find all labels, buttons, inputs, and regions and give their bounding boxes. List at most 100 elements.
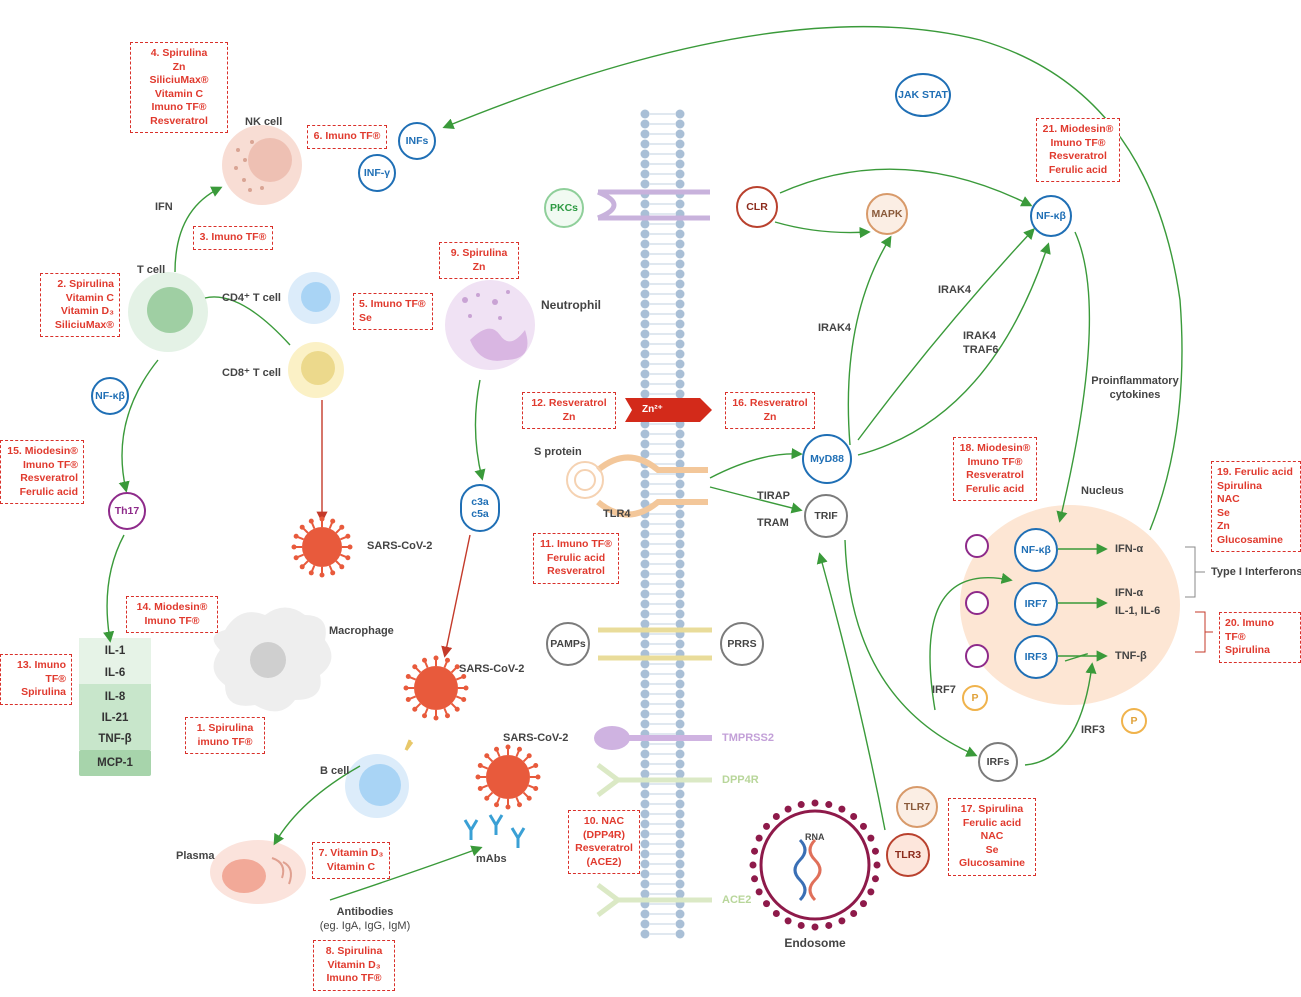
zn-label: Zn²⁺ xyxy=(642,404,663,415)
macrophage-label: Macrophage xyxy=(329,625,394,637)
lipid-head xyxy=(640,929,650,939)
irf7-outer-label: IRF7 xyxy=(932,684,956,696)
lipid-head xyxy=(675,859,685,869)
lipid-head xyxy=(640,389,650,399)
lipid-head xyxy=(675,119,685,129)
lipid-head xyxy=(675,579,685,589)
lipid-head xyxy=(675,339,685,349)
lipid-head xyxy=(640,439,650,449)
lipid-head xyxy=(640,119,650,129)
supplement-box-7: 7. Vitamin D₃ Vitamin C xyxy=(312,842,390,879)
irak4-label-2: IRAK4 xyxy=(938,284,972,296)
node-p-2: P xyxy=(1121,708,1147,734)
cd8-cell-shape xyxy=(288,342,344,398)
mabs-label: mAbs xyxy=(476,853,507,865)
endosome-shape xyxy=(749,799,881,931)
lipid-head xyxy=(640,809,650,819)
lipid-head xyxy=(640,849,650,859)
node-nfkb-top: NF-κβ xyxy=(1030,195,1072,237)
lipid-head xyxy=(675,589,685,599)
lipid-head xyxy=(675,519,685,529)
sars-label-3: SARS-CoV-2 xyxy=(503,732,569,744)
lipid-head xyxy=(675,169,685,179)
lipid-head xyxy=(675,909,685,919)
lipid-head xyxy=(675,109,685,119)
lipid-head xyxy=(640,219,650,229)
endosome-dot xyxy=(825,921,833,929)
lipid-head xyxy=(675,619,685,629)
nucleus-label: Nucleus xyxy=(1081,485,1124,497)
c5a-text: c5a xyxy=(471,508,489,520)
supplement-box-2: 2. Spirulina Vitamin C Vitamin D₃ Silici… xyxy=(40,273,120,337)
supplement-box-10: 10. NAC (DPP4R) Resveratrol (ACE2) xyxy=(568,810,640,874)
lipid-head xyxy=(640,659,650,669)
node-prrs: PRRS xyxy=(720,622,764,666)
supplement-box-19: 19. Ferulic acid Spirulina NAC Se Zn Glu… xyxy=(1211,461,1301,552)
lipid-head xyxy=(675,539,685,549)
endosome-dot xyxy=(784,805,792,813)
supplement-box-6: 6. Imuno TF® xyxy=(307,125,387,149)
endosome-dot xyxy=(850,813,858,821)
lipid-head xyxy=(640,869,650,879)
lipid-head xyxy=(640,199,650,209)
endosome-dot xyxy=(825,801,833,809)
irak4-traf6-label-1: IRAK4 xyxy=(963,330,997,342)
lipid-head xyxy=(640,609,650,619)
supplement-box-21: 21. Miodesin® Imuno TF® Resveratrol Feru… xyxy=(1036,118,1120,182)
lipid-head xyxy=(640,759,650,769)
lipid-head xyxy=(675,459,685,469)
ifn-label: IFN xyxy=(155,201,173,213)
lipid-head xyxy=(675,549,685,559)
lipid-head xyxy=(675,289,685,299)
endosome-dot xyxy=(871,847,879,855)
endosome-dot xyxy=(772,813,780,821)
irak4-label-1: IRAK4 xyxy=(818,322,852,334)
lipid-head xyxy=(640,669,650,679)
endosome-label: Endosome xyxy=(784,936,846,950)
lipid-head xyxy=(675,709,685,719)
endosome-dot xyxy=(811,799,819,807)
lipid-head xyxy=(640,369,650,379)
ifn-a-label-2: IFN-α xyxy=(1115,587,1144,599)
lipid-head xyxy=(675,379,685,389)
supplement-box-12: 12. Resveratrol Zn xyxy=(522,392,616,429)
endosome-dot xyxy=(859,900,867,908)
zn-channel-arrow xyxy=(625,398,712,422)
sars-cov-2-virus xyxy=(475,744,541,810)
lipid-head xyxy=(640,179,650,189)
lipid-head xyxy=(675,719,685,729)
c3a-text: c3a xyxy=(471,496,489,508)
lipid-head xyxy=(640,889,650,899)
dpp4r-receptor-shape xyxy=(596,763,712,797)
lipid-head xyxy=(675,689,685,699)
supplement-box-8: 8. Spirulina Vitamin D₃ Imuno TF® xyxy=(313,940,395,991)
lipid-head xyxy=(675,869,685,879)
lipid-head xyxy=(640,519,650,529)
virus-shapes xyxy=(291,516,541,810)
endosome-dot xyxy=(763,822,771,830)
lipid-head xyxy=(675,239,685,249)
lipid-head xyxy=(675,659,685,669)
lipid-head xyxy=(675,139,685,149)
ace2-label: ACE2 xyxy=(722,894,752,906)
lipid-head xyxy=(640,589,650,599)
cytokine-il6: IL-6 xyxy=(104,667,126,679)
lipid-head xyxy=(675,679,685,689)
lipid-head xyxy=(675,819,685,829)
endosome-dot xyxy=(755,834,763,842)
lipid-head xyxy=(675,449,685,459)
macrophage-shape xyxy=(213,607,332,712)
node-nfkb-left: NF-κβ xyxy=(91,377,129,415)
cytokine-stack-bg xyxy=(79,638,151,684)
lipid-head xyxy=(640,359,650,369)
lipid-head xyxy=(640,879,650,889)
antibodies-label: Antibodies xyxy=(336,906,394,918)
lipid-head xyxy=(675,369,685,379)
plasma-label: Plasma xyxy=(176,850,215,862)
lipid-head xyxy=(675,749,685,759)
endosome-dot xyxy=(838,917,846,925)
lipid-head xyxy=(675,839,685,849)
sars-cov-2-virus xyxy=(403,655,469,721)
sars-label-1: SARS-CoV-2 xyxy=(367,540,433,552)
lipid-head xyxy=(640,709,650,719)
